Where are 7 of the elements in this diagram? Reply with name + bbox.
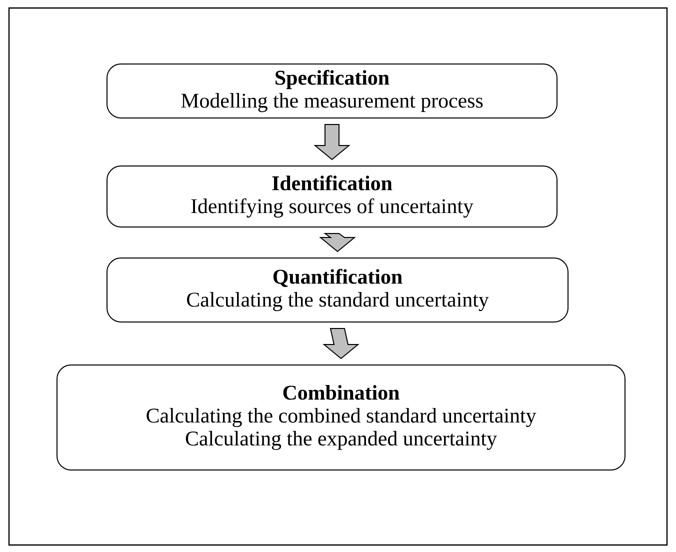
process-box: Identification Identifying sources of uncertainty [106, 165, 558, 228]
block-arrow [314, 124, 350, 160]
process-box: Specification Modelling the measurement process [106, 64, 558, 118]
block-arrow [319, 232, 356, 252]
process-box: Quantification Calculating the standard uncertainty [106, 257, 568, 322]
process-box: Combination Calculating the combined standard uncertainty Calculating the expanded uncertainty [56, 364, 626, 470]
block-arrow [322, 328, 360, 360]
